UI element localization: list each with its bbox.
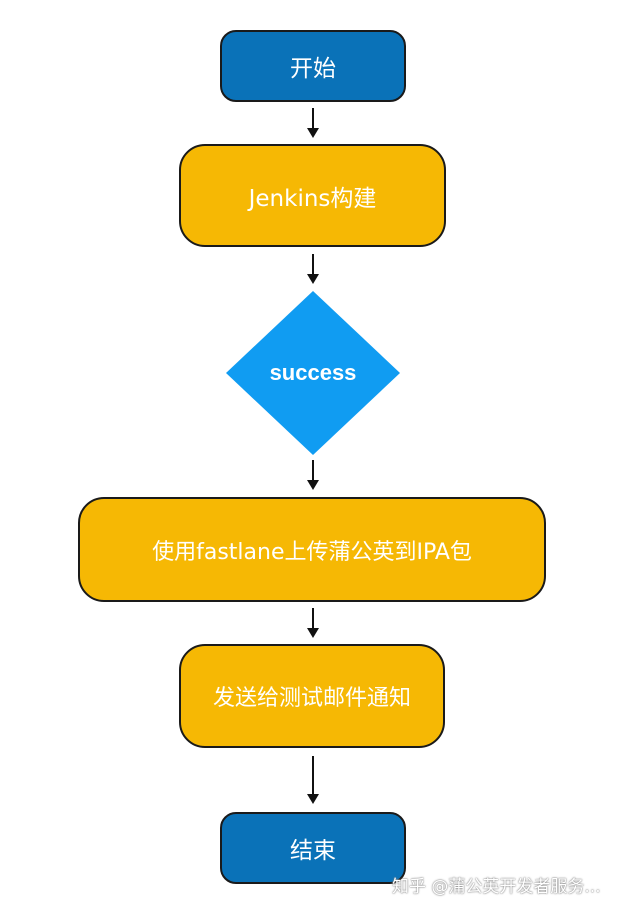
end-node: 结束 <box>220 812 406 884</box>
arrow-notify-to-end <box>307 756 319 804</box>
email-notify-label: 发送给测试邮件通知 <box>212 686 411 711</box>
jenkins-build-label: Jenkins构建 <box>248 185 377 212</box>
end-label: 结束 <box>290 838 336 864</box>
success-decision-label: success <box>269 360 357 385</box>
arrow-upload-to-notify <box>307 608 319 638</box>
watermark-text: 知乎 @蒲公英开发者服务... <box>392 877 601 897</box>
email-notify-node: 发送给测试邮件通知 <box>179 644 445 748</box>
arrow-start-to-jenkins <box>307 108 319 138</box>
fastlane-upload-label: 使用fastlane上传蒲公英到IPA包 <box>152 539 472 565</box>
arrow-jenkins-to-decision <box>307 254 319 284</box>
arrow-decision-to-upload <box>307 460 319 490</box>
start-label: 开始 <box>290 56 336 82</box>
jenkins-build-node: Jenkins构建 <box>179 144 446 247</box>
fastlane-upload-node: 使用fastlane上传蒲公英到IPA包 <box>78 497 546 602</box>
start-node: 开始 <box>220 30 406 102</box>
success-decision-label-wrap: success <box>226 291 400 455</box>
decision-diamond <box>226 291 400 455</box>
success-decision-node <box>226 291 400 455</box>
